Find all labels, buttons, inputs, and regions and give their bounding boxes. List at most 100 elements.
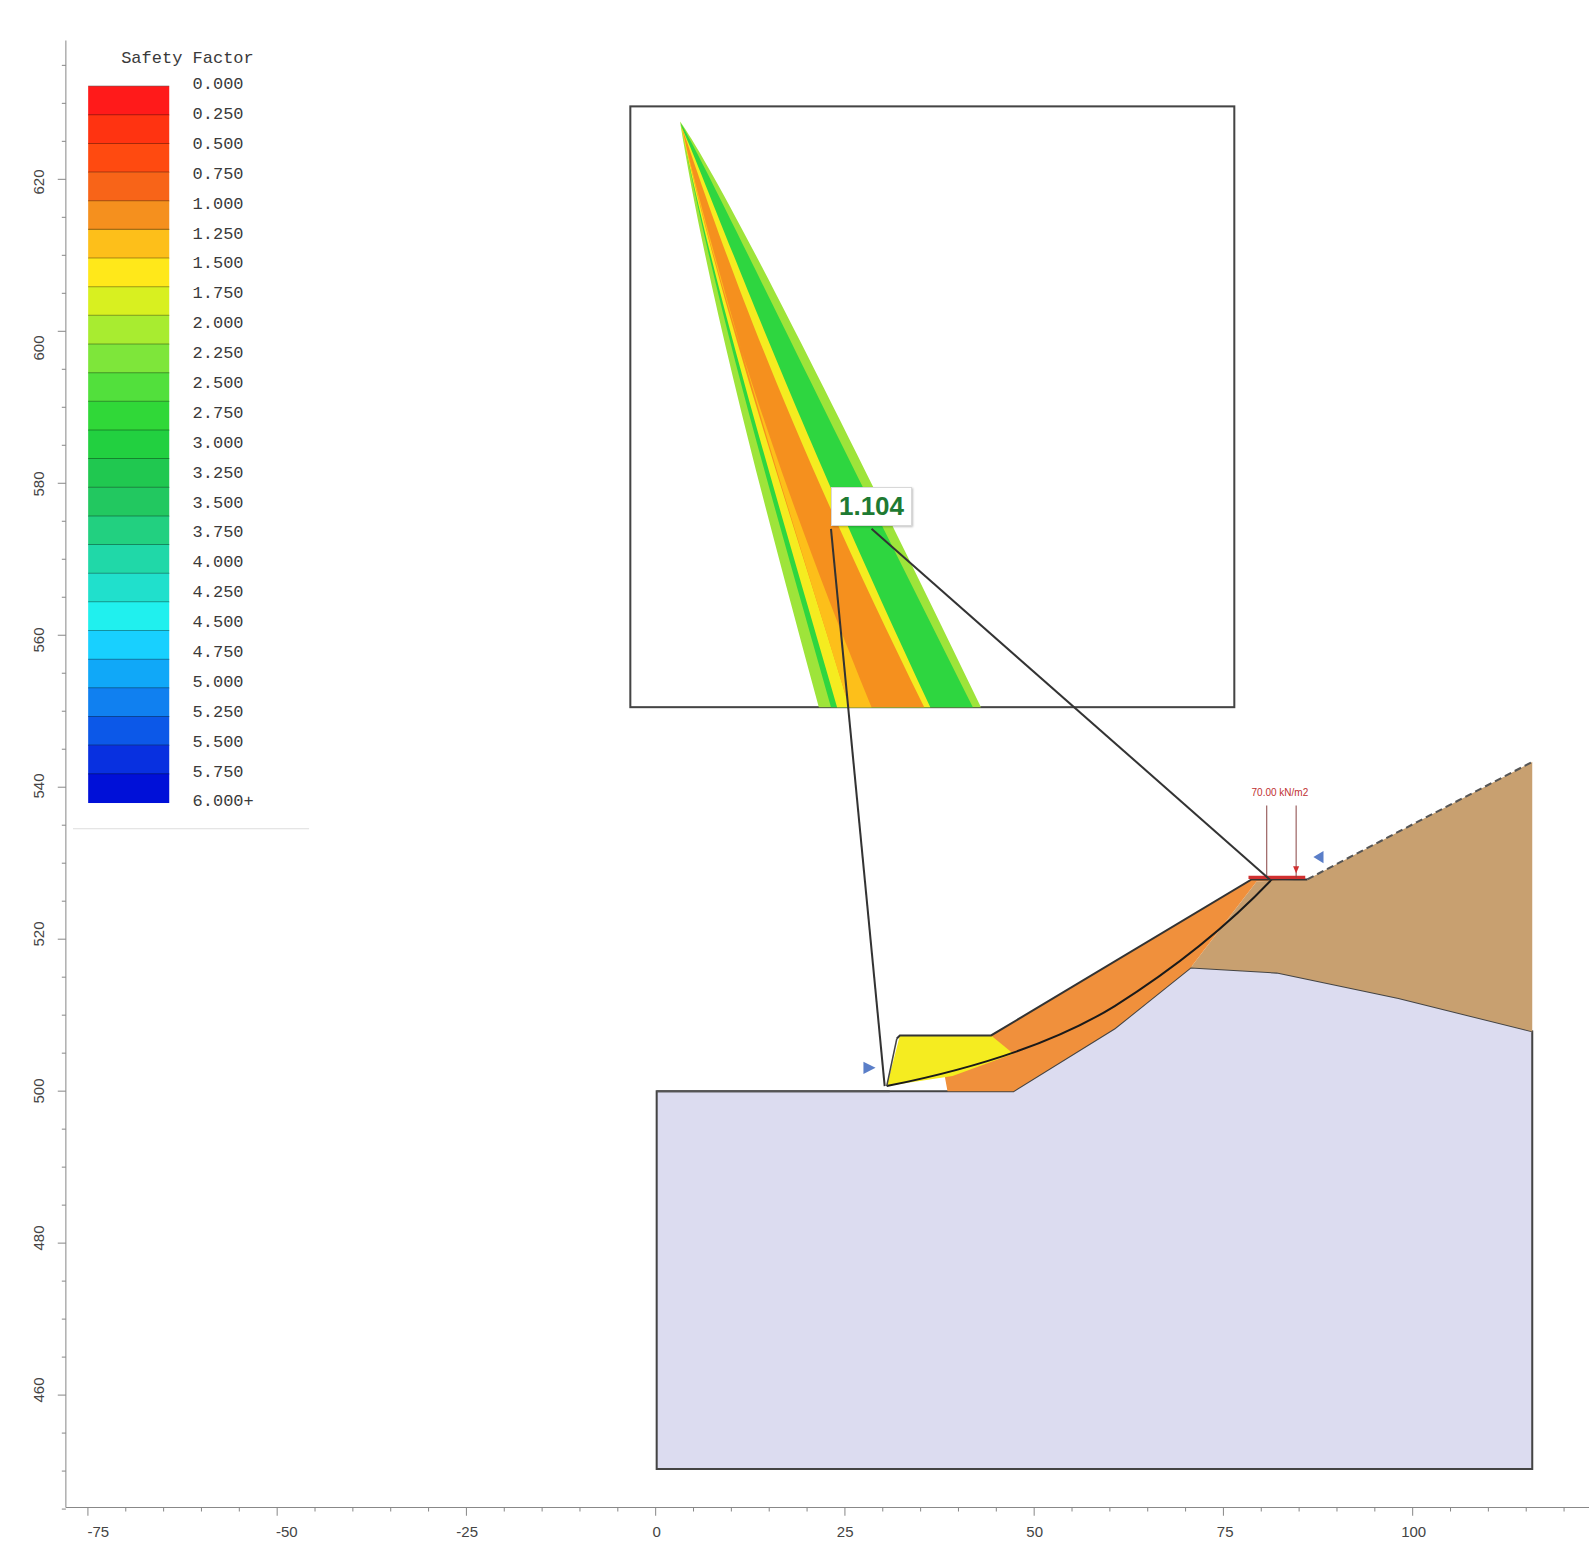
legend-value: 1.250 (193, 226, 244, 245)
y-tick (62, 1281, 66, 1282)
y-tick-label: 580 (30, 472, 47, 497)
y-tick (62, 445, 66, 446)
legend-value: 3.250 (193, 465, 244, 484)
safety-contour (681, 124, 973, 708)
legend-divider (88, 687, 169, 688)
y-tick (62, 103, 66, 104)
legend-divider (88, 343, 169, 344)
legend-divider (88, 172, 169, 173)
x-tick (1109, 1508, 1110, 1512)
fill-edge (887, 1038, 897, 1086)
legend-divider (88, 716, 169, 717)
distributed-load (1249, 876, 1306, 879)
legend-swatch (88, 172, 169, 201)
legend-value: 4.000 (193, 554, 244, 573)
legend-swatch (88, 545, 169, 574)
legend-divider (88, 372, 169, 373)
y-tick-label: 480 (30, 1226, 47, 1251)
ground-line (657, 1090, 890, 1092)
x-tick-label: 100 (1401, 1524, 1426, 1541)
legend-divider (88, 773, 169, 774)
x-tick (504, 1508, 505, 1512)
legend-value: 5.500 (193, 734, 244, 753)
legend-value: 1.500 (193, 255, 244, 274)
y-axis (65, 41, 66, 1508)
legend-value: 2.250 (193, 345, 244, 364)
legend-swatch (88, 287, 169, 316)
y-tick (58, 939, 66, 940)
x-tick (1072, 1508, 1073, 1512)
legend-swatch (88, 344, 169, 373)
legend-divider (88, 458, 169, 459)
y-tick (62, 863, 66, 864)
legend-divider (88, 659, 169, 660)
legend-swatch (88, 373, 169, 402)
y-tick (62, 65, 66, 66)
legend-divider (88, 315, 169, 316)
legend-swatch (88, 573, 169, 602)
legend-value: 5.000 (193, 674, 244, 693)
slip-radius (831, 529, 885, 1086)
legend-value: 3.750 (193, 524, 244, 543)
fill-berm (887, 1035, 1014, 1086)
y-tick (58, 1091, 66, 1092)
x-tick (996, 1508, 997, 1512)
y-tick (62, 597, 66, 598)
legend-value: 5.250 (193, 704, 244, 723)
y-tick (62, 1433, 66, 1434)
legend-swatch (88, 86, 169, 115)
x-tick (352, 1508, 353, 1512)
y-tick (62, 1471, 66, 1472)
y-tick (62, 407, 66, 408)
slip-radius (872, 529, 1270, 880)
legend-divider (88, 515, 169, 516)
x-tick (1147, 1508, 1148, 1512)
x-tick (807, 1508, 808, 1512)
legend-swatch (88, 459, 169, 488)
x-tick (617, 1508, 618, 1512)
y-tick (58, 331, 66, 332)
axis-ticks (58, 65, 1564, 1515)
slope-surface (1307, 762, 1532, 880)
y-tick-label: 540 (30, 774, 47, 799)
safety-factor-value: 1.104 (839, 491, 904, 522)
safety-contour (680, 122, 981, 708)
legend-value: 2.750 (193, 405, 244, 424)
factor-callout: 1.104 (831, 487, 912, 526)
legend-swatch (88, 143, 169, 172)
slip-center-grid (630, 106, 1234, 707)
y-tick-label: 560 (30, 628, 47, 653)
legend-divider (88, 258, 169, 259)
y-tick (62, 293, 66, 294)
legend-swatch (88, 201, 169, 230)
legend-swatch (88, 115, 169, 144)
y-tick (62, 749, 66, 750)
y-tick (62, 255, 66, 256)
y-tick (62, 901, 66, 902)
legend-divider (88, 401, 169, 402)
x-axis (66, 1507, 1589, 1508)
search-limit (863, 1062, 875, 1074)
x-tick (201, 1508, 202, 1512)
legend-swatch (88, 258, 169, 287)
legend-swatch (88, 745, 169, 774)
legend-swatch (88, 315, 169, 344)
x-tick (769, 1508, 770, 1512)
x-tick (87, 1508, 88, 1516)
load-arrow (1293, 866, 1299, 873)
legend-value: 0.000 (193, 76, 244, 95)
x-tick (390, 1508, 391, 1512)
y-tick (58, 179, 66, 180)
x-tick-label: 0 (653, 1524, 661, 1541)
x-tick (125, 1508, 126, 1512)
y-tick (62, 141, 66, 142)
y-tick (58, 635, 66, 636)
x-tick-label: -75 (87, 1524, 109, 1541)
y-tick (62, 825, 66, 826)
x-tick (466, 1508, 467, 1516)
legend-title: Safety Factor (121, 49, 254, 68)
y-tick (62, 1015, 66, 1016)
y-tick-label: 500 (30, 1079, 47, 1104)
legend-divider (88, 86, 169, 87)
legend-swatch (88, 659, 169, 688)
